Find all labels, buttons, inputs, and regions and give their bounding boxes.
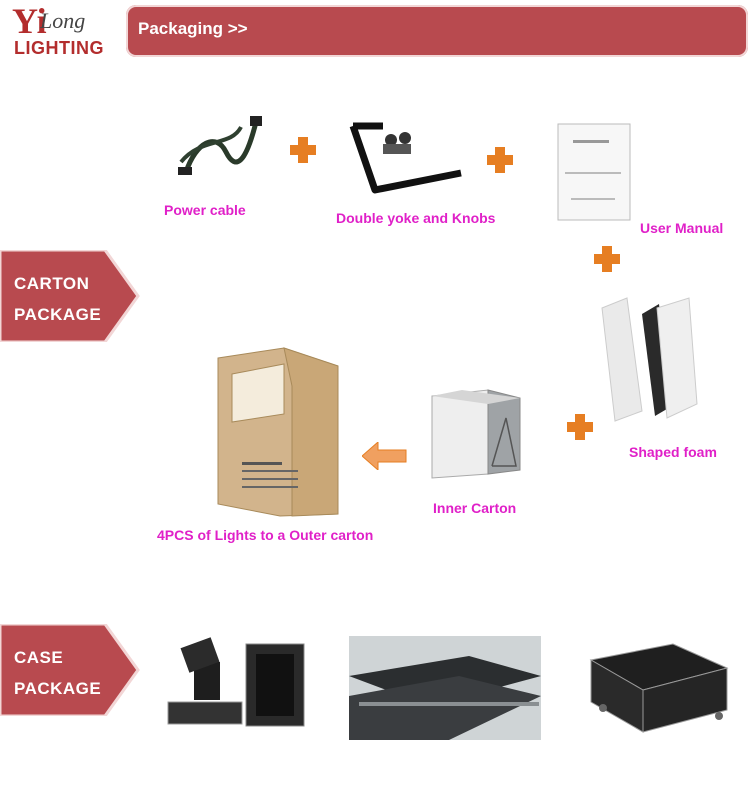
logo-rest: Long — [40, 8, 86, 33]
logo-subtitle: LIGHTING — [14, 38, 104, 58]
caption-outer-carton: 4PCS of Lights to a Outer carton — [157, 527, 374, 543]
closed-flight-case-image — [589, 643, 729, 733]
plus-icon — [567, 414, 593, 440]
inner-carton-image — [431, 389, 521, 479]
user-manual-image — [557, 123, 631, 221]
yoke-image — [349, 122, 462, 194]
badge-label-line1: CARTON — [14, 274, 90, 293]
caption-yoke: Double yoke and Knobs — [336, 210, 496, 226]
caption-user-manual: User Manual — [640, 220, 724, 236]
carton-package-badge: CARTON PACKAGE — [0, 250, 140, 342]
badge-label-line1: CASE — [14, 648, 64, 667]
shaped-foam-image — [601, 297, 698, 422]
flight-case-light-image — [167, 637, 305, 727]
plus-icon — [594, 246, 620, 272]
logo-main: Yi — [12, 1, 47, 41]
badge-label-line2: PACKAGE — [14, 305, 102, 324]
plus-icon — [487, 147, 513, 173]
outer-carton-image — [217, 347, 339, 517]
badge-label-line2: PACKAGE — [14, 679, 102, 698]
case-package-badge: CASE PACKAGE — [0, 624, 140, 716]
power-cable-image — [178, 116, 262, 175]
caption-inner-carton: Inner Carton — [433, 500, 517, 516]
header-bar: Packaging >> — [126, 5, 748, 57]
case-interior-image — [349, 636, 541, 740]
caption-shaped-foam: Shaped foam — [629, 444, 717, 460]
caption-power-cable: Power cable — [164, 202, 246, 218]
arrow-left-icon — [362, 442, 407, 470]
plus-icon — [290, 137, 316, 163]
page-title: Packaging >> — [138, 19, 248, 38]
